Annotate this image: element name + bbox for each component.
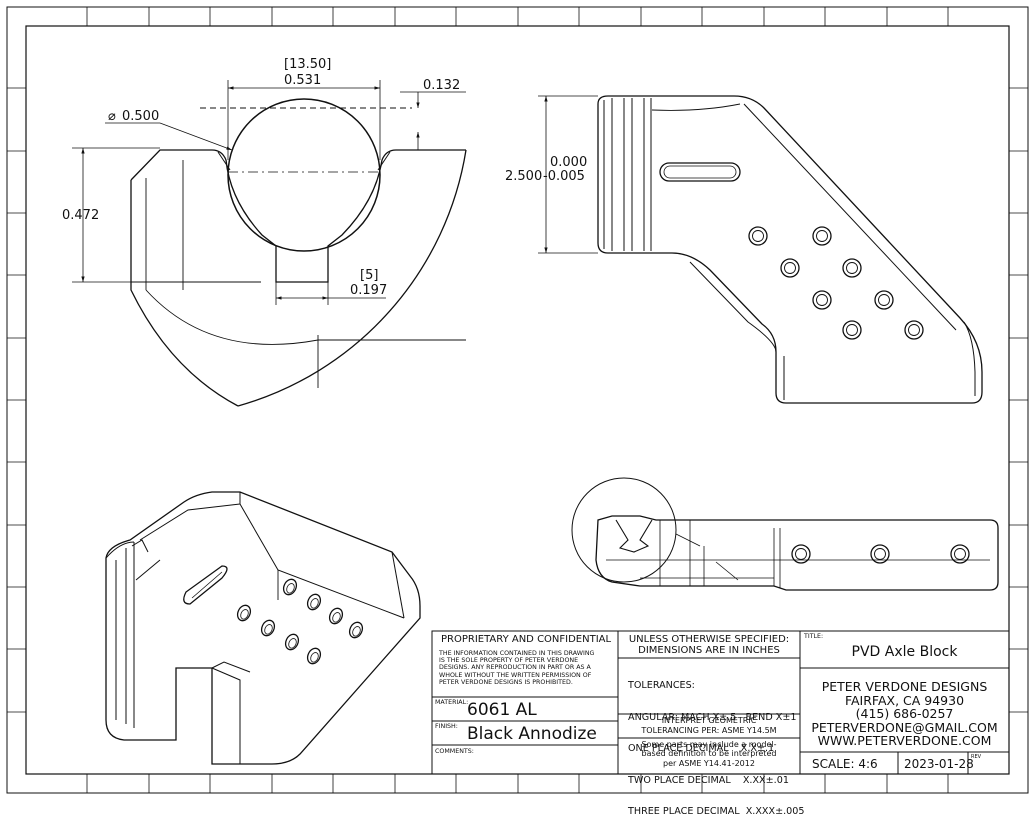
mounting-hole [306, 593, 322, 611]
dim-overall: 2.500 [505, 169, 542, 184]
mounting-hole-inner [310, 598, 319, 609]
mounting-hole [842, 258, 862, 278]
isometric-view [105, 491, 421, 765]
tolerances-label: TOLERANCES: [628, 680, 695, 691]
side-dimensions [538, 95, 598, 254]
mounting-hole-inner [288, 638, 297, 649]
mounting-hole [904, 320, 924, 340]
dim-diameter: 0.500 [122, 109, 159, 124]
mounting-hole-inner [846, 324, 858, 336]
spec-heading-line: UNLESS OTHERWISE SPECIFIED: [628, 634, 790, 645]
date: 2023-01-28 [904, 757, 974, 771]
dim-width-mm: [13.50] [284, 57, 331, 72]
mounting-hole-inner [816, 230, 828, 242]
mounting-hole-inner [332, 612, 341, 623]
mounting-hole-inner [310, 652, 319, 663]
proprietary-line: IS THE SOLE PROPERTY OF PETER VERDONE [439, 657, 579, 665]
proprietary-line: THE INFORMATION CONTAINED IN THIS DRAWIN… [439, 650, 595, 657]
tolerance-line: ANGULAR: MACH X±.5 BEND X±1 [628, 711, 797, 723]
model-note-line: Some parts may include a model- [641, 740, 777, 749]
mounting-hole [950, 544, 970, 564]
mounting-hole-inner [816, 294, 828, 306]
geometric-line: INTERPRET GEOMETRIC [661, 716, 757, 725]
top-view [571, 477, 999, 591]
mounting-hole-inner [352, 626, 361, 637]
drawing-title: PVD Axle Block [851, 644, 958, 660]
dim-slot-mm: [5] [360, 268, 378, 283]
spec-heading-line: DIMENSIONS ARE IN INCHES [638, 645, 780, 656]
mounting-hole-inner [240, 609, 249, 620]
company-line: PETERVERDONE@GMAIL.COM [811, 719, 998, 735]
detail-dimension-text: [13.50] 0.531 0.132 ⌀ 0.500 0.472 [5] 0.… [62, 57, 460, 298]
company-line: (415) 686-0257 [855, 706, 954, 721]
mounting-hole-inner [954, 548, 966, 560]
drawing-sheet: [13.50] 0.531 0.132 ⌀ 0.500 0.472 [5] 0.… [6, 6, 1029, 794]
company-line: FAIRFAX, CA 94930 [844, 692, 965, 708]
mounting-hole-inner [784, 262, 796, 274]
mounting-hole [780, 258, 800, 278]
mounting-hole-inner [795, 548, 807, 560]
mounting-hole [306, 647, 322, 665]
mounting-hole [282, 578, 298, 596]
dim-offset: 0.132 [423, 78, 460, 93]
company-info: PETER VERDONE DESIGNS FAIRFAX, CA 94930 … [800, 680, 1009, 748]
mounting-hole [870, 544, 890, 564]
proprietary-line: DESIGNS. ANY REPRODUCTION IN PART OR AS … [439, 664, 591, 672]
proprietary-heading: PROPRIETARY AND CONFIDENTIAL [441, 634, 612, 645]
proprietary-line: WHOLE WITHOUT THE WRITTEN PERMISSION OF [439, 671, 592, 679]
mounting-hole [748, 226, 768, 246]
geometric-note: INTERPRET GEOMETRIC TOLERANCING PER: ASM… [618, 716, 800, 735]
title-label: TITLE: [804, 633, 824, 640]
dim-height: 0.472 [62, 208, 99, 223]
finish-label: FINISH: [435, 723, 458, 730]
mounting-hole [328, 607, 344, 625]
mounting-hole [284, 633, 300, 651]
mounting-hole [791, 544, 811, 564]
mounting-hole [812, 226, 832, 246]
mounting-hole [348, 621, 364, 639]
rev-label: REV [971, 754, 982, 760]
geometric-line: TOLERANCING PER: ASME Y14.5M [641, 725, 777, 735]
finish-value: Black Annodize [467, 724, 597, 744]
company-line: PETER VERDONE DESIGNS [821, 679, 988, 694]
dim-slot-in: 0.197 [350, 283, 387, 298]
mounting-hole [236, 604, 252, 622]
diameter-symbol: ⌀ [108, 109, 116, 124]
tolerance-line: ONE PLACE DECIMAL X.X±.1 [628, 743, 775, 754]
tol-lower: -0.005 [543, 169, 585, 184]
mounting-hole [260, 619, 276, 637]
scale: SCALE: 4:6 [812, 757, 878, 771]
detail-dimensions [72, 80, 466, 305]
detail-view [130, 98, 467, 407]
mounting-hole-inner [264, 624, 273, 635]
model-note-line: based definition to be interpreted [641, 749, 777, 759]
tol-upper: 0.000 [550, 155, 587, 170]
mounting-hole-inner [846, 262, 858, 274]
company-line: WWW.PETERVERDONE.COM [817, 733, 992, 748]
mounting-hole-inner [878, 294, 890, 306]
mounting-hole [842, 320, 862, 340]
mounting-hole [812, 290, 832, 310]
tolerance-line: THREE PLACE DECIMAL X.XXX±.005 [628, 806, 805, 817]
side-dimension-text: 0.000 2.500 -0.005 [505, 155, 587, 184]
mounting-hole-inner [874, 548, 886, 560]
proprietary-notice: THE INFORMATION CONTAINED IN THIS DRAWIN… [439, 650, 615, 686]
tolerance-line: TWO PLACE DECIMAL X.XX±.01 [628, 774, 789, 786]
mounting-hole-inner [908, 324, 920, 336]
zone-ticks [7, 7, 1028, 793]
proprietary-line: PETER VERDONE DESIGNS IS PROHIBITED. [439, 678, 573, 686]
dim-width-in: 0.531 [284, 73, 321, 88]
title-block-grid [431, 630, 1010, 775]
material-value: 6061 AL [467, 700, 537, 720]
comments-label: COMMENTS: [435, 748, 474, 755]
side-view [597, 95, 983, 404]
mounting-hole-inner [286, 583, 295, 594]
model-note: Some parts may include a model- based de… [618, 740, 800, 768]
model-note-line: per ASME Y14.41-2012 [663, 758, 755, 768]
mounting-hole-inner [752, 230, 764, 242]
mounting-hole [874, 290, 894, 310]
spec-heading: UNLESS OTHERWISE SPECIFIED: DIMENSIONS A… [618, 634, 800, 656]
material-label: MATERIAL: [435, 699, 469, 706]
